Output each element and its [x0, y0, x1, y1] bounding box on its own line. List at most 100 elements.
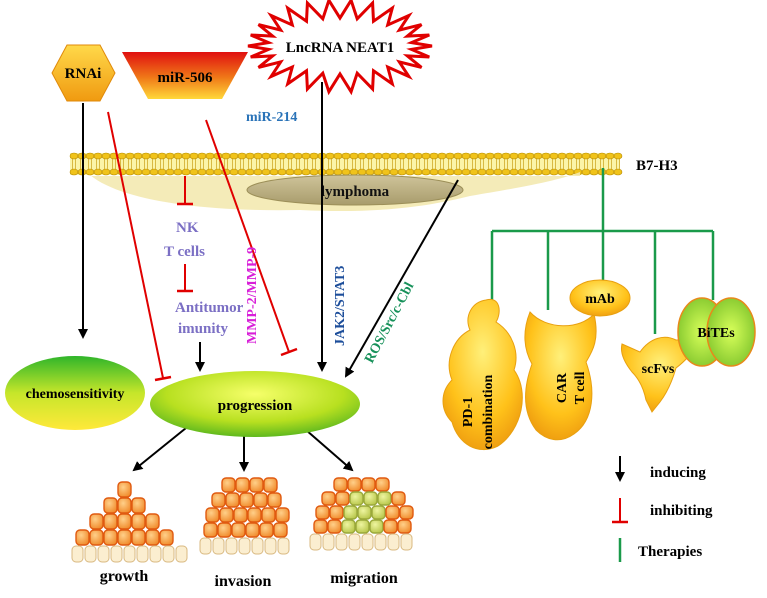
lipid-head	[517, 152, 527, 160]
lipid-head	[269, 168, 279, 176]
lipid-head	[613, 152, 623, 160]
lipid-head	[421, 168, 431, 176]
tumor-cell	[267, 492, 282, 508]
lipid-head	[293, 152, 303, 160]
normal-cell	[238, 537, 251, 555]
normal-cell	[175, 545, 188, 563]
lipid-head	[197, 168, 207, 176]
lipid-head	[253, 152, 263, 160]
lipid-head	[349, 152, 359, 160]
lipid-head	[85, 168, 95, 176]
normal-cell	[225, 537, 238, 555]
lipid-head	[93, 168, 103, 176]
tumor-cell	[249, 477, 264, 493]
lipid-head	[549, 152, 559, 160]
cell-membrane	[69, 152, 623, 176]
mab-label: mAb	[585, 292, 615, 307]
tumor-cell	[263, 477, 278, 493]
tumor-cell	[225, 492, 240, 508]
lipid-head	[453, 152, 463, 160]
lipid-head	[429, 152, 439, 160]
mir506-label: miR-506	[158, 70, 213, 86]
lipid-head	[501, 168, 511, 176]
bites-label: BiTEs	[697, 326, 735, 341]
tumor-cell	[377, 491, 392, 506]
lipid-head	[357, 168, 367, 176]
tumor-cell	[347, 477, 362, 492]
lipid-head	[381, 152, 391, 160]
normal-cell	[84, 545, 97, 563]
rnai-inhibit-bar	[154, 375, 172, 382]
lipid-head	[261, 168, 271, 176]
lipid-head	[533, 152, 543, 160]
lipid-head	[557, 152, 567, 160]
lipid-head	[349, 168, 359, 176]
lipid-head	[469, 152, 479, 160]
tumor-cell	[89, 529, 104, 546]
tumor-cell	[103, 513, 118, 530]
normal-cell	[322, 533, 335, 551]
lipid-head	[605, 168, 615, 176]
tcells-label: T cells	[164, 244, 205, 260]
tumor-cell	[131, 513, 146, 530]
lipid-head	[365, 168, 375, 176]
lipid-head	[525, 152, 535, 160]
mmp-pathway-label: MMP-2/MMP-9	[245, 247, 260, 344]
lipid-head	[477, 168, 487, 176]
lipid-head	[437, 152, 447, 160]
tumor-cell	[75, 529, 90, 546]
tumor-cell	[363, 491, 378, 506]
immunity-label: imunity	[178, 321, 229, 337]
tumor-cell	[371, 505, 386, 520]
growth-cells	[71, 481, 188, 563]
tumor-cell	[273, 522, 288, 538]
car-t-cell-node: CAR T cell	[524, 311, 597, 441]
lipid-head	[285, 168, 295, 176]
normal-cell	[110, 545, 123, 563]
tumor-cell	[103, 529, 118, 546]
mir506-node: miR-506	[122, 52, 248, 99]
pd1-combination-node: PD-1 combination	[442, 298, 523, 451]
lipid-head	[181, 168, 191, 176]
lipid-head	[173, 152, 183, 160]
lipid-head	[69, 152, 79, 160]
tumor-cell	[211, 492, 226, 508]
lipid-head	[213, 168, 223, 176]
lipid-head	[429, 168, 439, 176]
lipid-head	[165, 152, 175, 160]
lipid-head	[461, 168, 471, 176]
lncrna-neat1-node: LncRNA NEAT1	[247, 0, 433, 96]
lipid-head	[117, 152, 127, 160]
lipid-head	[229, 152, 239, 160]
lipid-head	[325, 168, 335, 176]
lipid-head	[101, 152, 111, 160]
lipid-head	[101, 168, 111, 176]
tumor-cell	[261, 507, 276, 523]
tumor-cell	[315, 505, 330, 520]
ros-pathway-label: ROS/Src/c-Cbl	[362, 280, 417, 366]
normal-cell	[335, 533, 348, 551]
tumor-cell	[103, 497, 118, 514]
tumor-cell	[355, 519, 370, 534]
lipid-head	[381, 168, 391, 176]
pd1-label: PD-1	[461, 397, 476, 427]
migration-label: migration	[330, 570, 398, 587]
lipid-head	[413, 168, 423, 176]
lipid-head	[301, 168, 311, 176]
lipid-head	[517, 168, 527, 176]
tumor-cell	[313, 519, 328, 534]
jak-stat-pathway-label: JAK2/STAT3	[333, 266, 348, 346]
lipid-head	[493, 168, 503, 176]
lipid-head	[509, 152, 519, 160]
lipid-head	[221, 152, 231, 160]
tumor-cell	[231, 522, 246, 538]
lipid-head	[181, 152, 191, 160]
lipid-head	[581, 152, 591, 160]
lipid-head	[485, 168, 495, 176]
lipid-head	[205, 168, 215, 176]
nk-label: NK	[176, 220, 199, 236]
lipid-head	[333, 168, 343, 176]
lipid-head	[189, 152, 199, 160]
tumor-cell	[233, 507, 248, 523]
